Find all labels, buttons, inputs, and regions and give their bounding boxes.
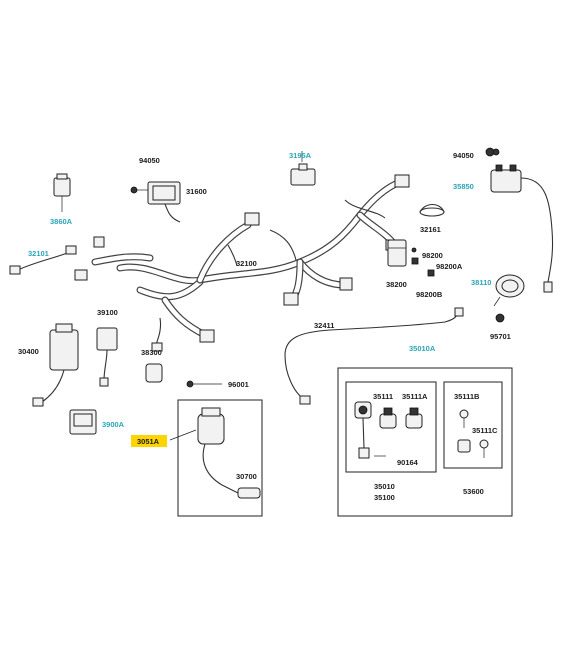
lock-set-box [337, 367, 513, 517]
cdi-unit-30400 [32, 323, 79, 407]
relay-3195A [290, 151, 316, 186]
label-98200B: 98200B [416, 290, 443, 299]
cable-32411 [284, 307, 464, 405]
sensor-3860A [53, 173, 71, 212]
label-95701: 95701 [490, 332, 511, 341]
label-32100: 32100 [236, 259, 257, 268]
label-32101: 32101 [28, 249, 49, 258]
label-35850: 35850 [453, 182, 474, 191]
bolt-94050-right [485, 147, 500, 157]
label-53600: 53600 [463, 487, 484, 496]
regulator-39100 [96, 327, 118, 387]
label-3051A-highlight [131, 435, 167, 447]
label-31600: 31600 [186, 187, 207, 196]
label-35010A: 35010A [409, 344, 436, 353]
label-98200: 98200 [422, 251, 443, 260]
label-32411: 32411 [314, 321, 334, 330]
relay-31600 [147, 181, 181, 223]
label-98200A: 98200A [436, 262, 463, 271]
relay-3900A [69, 409, 97, 435]
starter-relay-35850 [490, 164, 554, 293]
label-30700: 30700 [236, 472, 257, 481]
bracket-38200 [387, 239, 435, 277]
label-3900A: 3900A [102, 420, 125, 429]
label-32161: 32161 [420, 225, 441, 234]
label-35111C: 35111C [472, 426, 498, 435]
bolt-95701 [495, 313, 505, 323]
horn-38110 [493, 274, 525, 307]
label-30400: 30400 [18, 347, 39, 356]
label-3860A: 3860A [50, 217, 73, 226]
label-3051A: 3051A [137, 437, 160, 446]
flasher-38300 [145, 363, 163, 383]
label-38300: 38300 [141, 348, 162, 357]
label-3195A: 3195A [289, 151, 312, 160]
label-39100: 39100 [97, 308, 118, 317]
label-35010: 35010 [374, 482, 395, 491]
part-labels: 94050 31600 3860A 3195A 94050 35850 3216… [18, 151, 511, 502]
label-35111A: 35111A [402, 392, 428, 401]
label-35111B: 35111B [454, 392, 480, 401]
bolt-96001 [186, 380, 222, 388]
label-38110: 38110 [471, 278, 491, 287]
label-35111: 35111 [373, 392, 393, 401]
label-94050-right: 94050 [453, 151, 474, 160]
label-35100: 35100 [374, 493, 395, 502]
sub-harness-32101 [9, 245, 77, 275]
label-90164: 90164 [397, 458, 419, 467]
clamp-32161 [419, 203, 445, 217]
label-38200: 38200 [386, 280, 407, 289]
label-94050-left: 94050 [139, 156, 160, 165]
ignition-coil-box [169, 399, 263, 517]
label-96001: 96001 [228, 380, 249, 389]
bolt-94050-left [130, 186, 148, 194]
